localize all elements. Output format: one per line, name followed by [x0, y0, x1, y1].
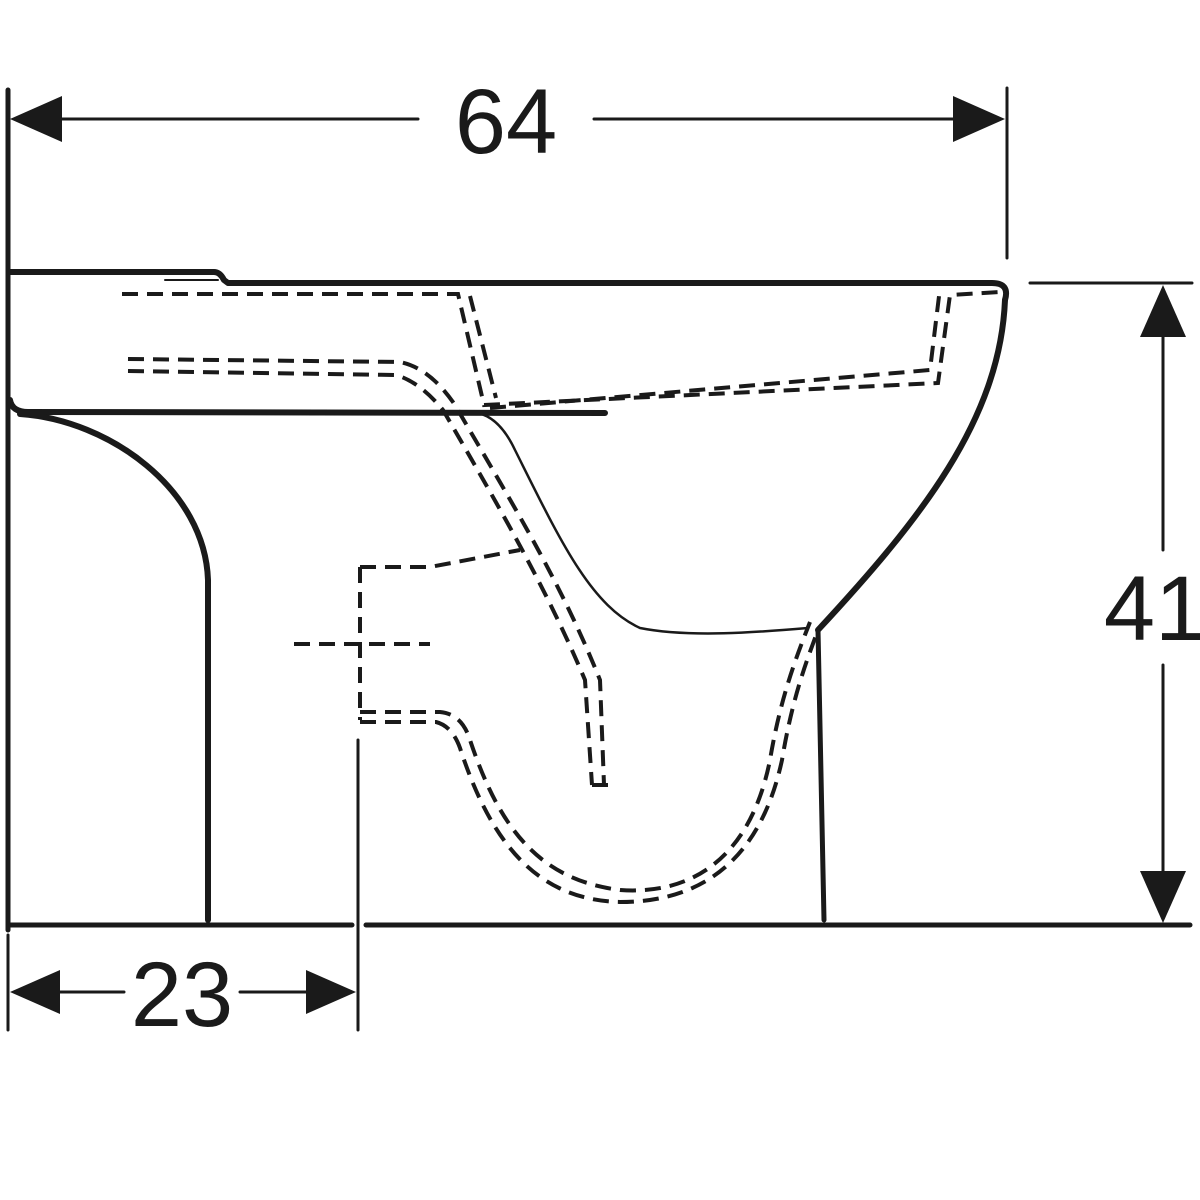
bowl-inner-line — [476, 411, 810, 635]
inlet-pipe-upper — [127, 357, 606, 786]
dimension-label-41: 41 — [1104, 558, 1200, 660]
arrow-right-icon — [953, 96, 1005, 142]
dimension-23: 23 — [6, 738, 360, 1046]
arrow-down-icon — [1140, 871, 1186, 923]
outlet-upper-line — [360, 548, 521, 569]
dimension-64: 64 — [10, 71, 1009, 260]
hidden-lines — [122, 287, 1001, 905]
dimension-label-64: 64 — [455, 71, 557, 173]
trap-outer — [360, 621, 812, 893]
arrow-left-icon — [10, 970, 60, 1014]
trap-inner — [360, 629, 820, 905]
arrow-left-icon — [10, 96, 62, 142]
dimension-label-23: 23 — [131, 944, 233, 1046]
bowl-front-curve — [815, 297, 1008, 633]
arrow-right-icon — [306, 970, 356, 1014]
toilet-outline — [7, 269, 1010, 923]
pedestal-rear — [17, 411, 211, 923]
flush-channel-rim — [489, 287, 942, 410]
rim-top — [7, 269, 1010, 303]
flush-channel-outer — [122, 290, 1001, 408]
arrow-up-icon — [1140, 285, 1186, 337]
foot-front — [815, 627, 827, 923]
dimension-41: 41 — [1028, 281, 1200, 923]
inlet-pipe-lower — [127, 369, 594, 786]
flush-channel-inner — [468, 295, 498, 399]
